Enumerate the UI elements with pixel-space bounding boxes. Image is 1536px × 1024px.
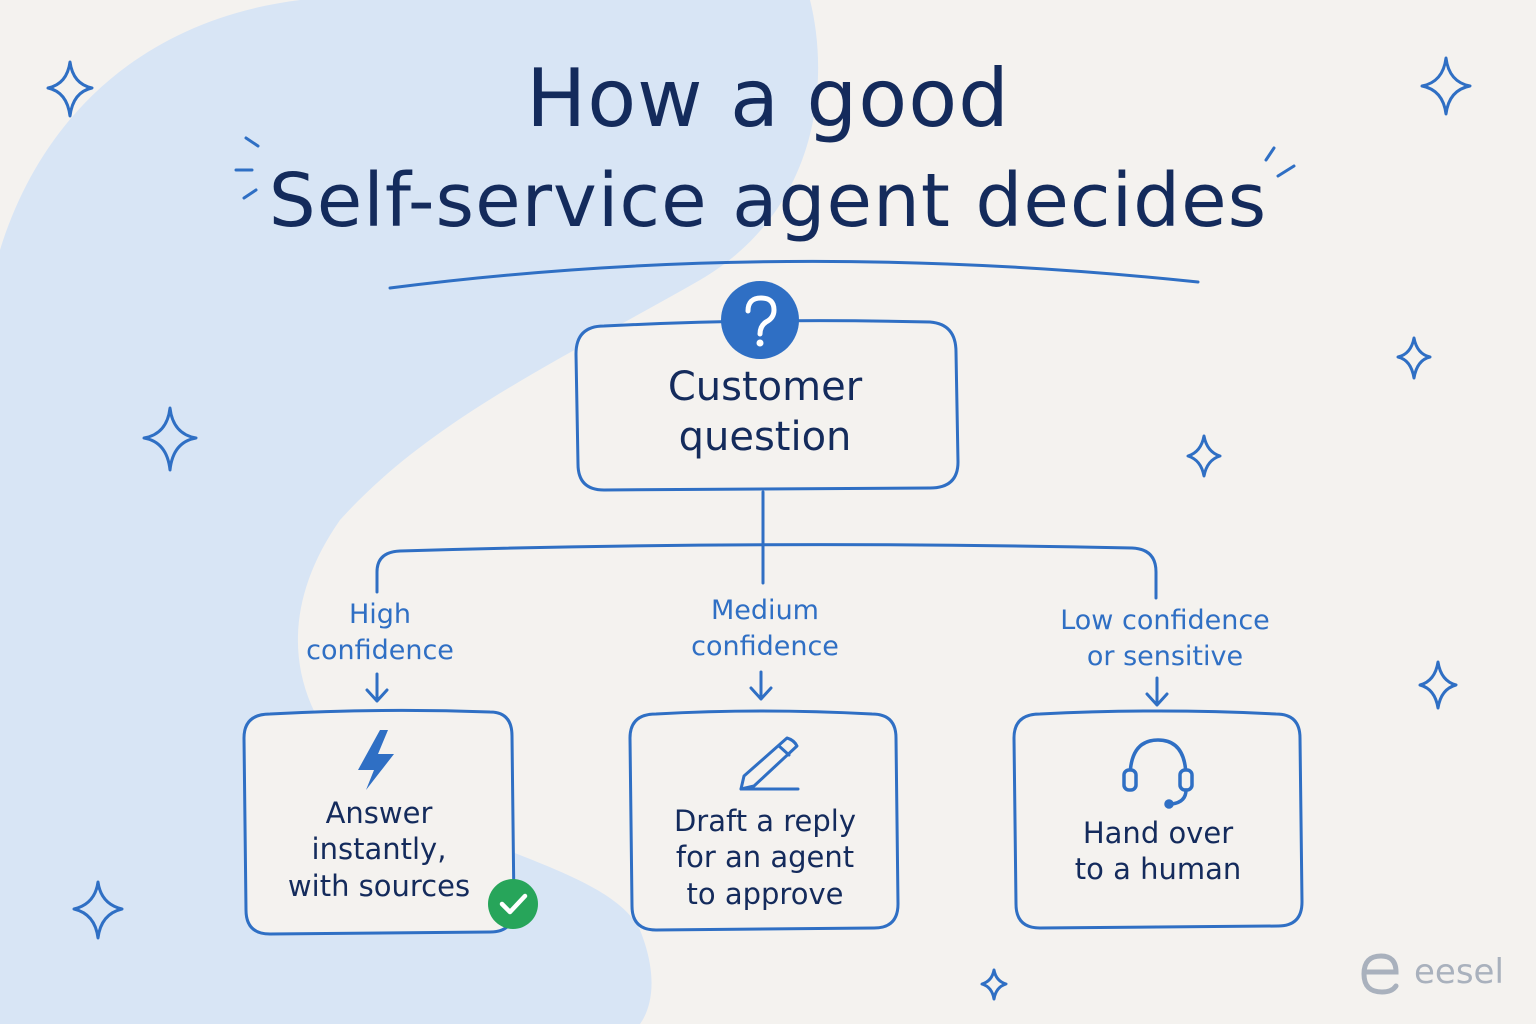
edge-label-line: High <box>348 599 412 630</box>
sparkle-icon <box>46 60 94 118</box>
sparkle-icon <box>1186 434 1222 478</box>
node-high-label: Answer instantly, with sources <box>250 795 508 904</box>
node-label-line: with sources <box>287 868 471 903</box>
node-label-line: to approve <box>686 876 844 911</box>
edge-label-line: confidence <box>306 634 454 666</box>
headset-icon <box>1122 738 1194 809</box>
title-emphasis-marks <box>234 136 1296 200</box>
root-node-label-line: question <box>678 414 852 460</box>
arrow-down-icon <box>365 672 389 703</box>
brand-name: eesel <box>1414 952 1504 992</box>
sparkle-icon <box>1420 56 1472 116</box>
connector-branch-bar <box>375 543 1158 600</box>
node-medium-box <box>628 709 900 932</box>
lightning-bolt-icon <box>358 730 394 790</box>
edge-label-line: Low confidence <box>1060 605 1270 636</box>
root-node-label-line: Customer <box>667 364 863 410</box>
sparkle-icon <box>1396 336 1432 380</box>
edge-label-medium: Medium confidence <box>660 593 870 664</box>
edge-label-line: confidence <box>691 630 839 662</box>
checkmark-icon <box>488 879 538 929</box>
edge-label-low: Low confidence or sensitive <box>1040 603 1290 674</box>
root-node-label: Customer question <box>590 362 940 462</box>
question-mark-icon <box>721 281 799 359</box>
arrow-down-icon <box>1145 676 1169 707</box>
node-label-line: Draft a reply <box>673 804 857 838</box>
title-line-1: How a good <box>526 52 1010 145</box>
node-label-line: instantly, <box>311 832 447 867</box>
node-medium-label: Draft a reply for an agent to approve <box>636 803 894 912</box>
title-underline <box>388 259 1200 290</box>
eesel-logo-icon <box>1361 953 1399 995</box>
edge-label-line: Medium <box>711 595 819 626</box>
node-label-line: Hand over <box>1082 816 1234 850</box>
background-blob <box>0 0 819 1024</box>
node-label-line: to a human <box>1074 852 1242 887</box>
title-line-2: Self-service agent decides <box>268 158 1268 244</box>
node-low-box <box>1012 709 1304 930</box>
sparkle-icon <box>980 968 1008 1001</box>
arrow-down-icon <box>749 670 773 701</box>
edge-label-line: or sensitive <box>1086 640 1244 672</box>
sparkle-icon <box>1418 660 1458 710</box>
pencil-icon <box>739 736 800 791</box>
sparkle-icon <box>142 406 198 472</box>
node-label-line: Answer <box>325 796 433 830</box>
node-low-label: Hand over to a human <box>1022 815 1294 888</box>
node-label-line: for an agent <box>675 840 855 875</box>
sparkle-icon <box>72 880 124 940</box>
edge-label-high: High confidence <box>280 597 480 668</box>
